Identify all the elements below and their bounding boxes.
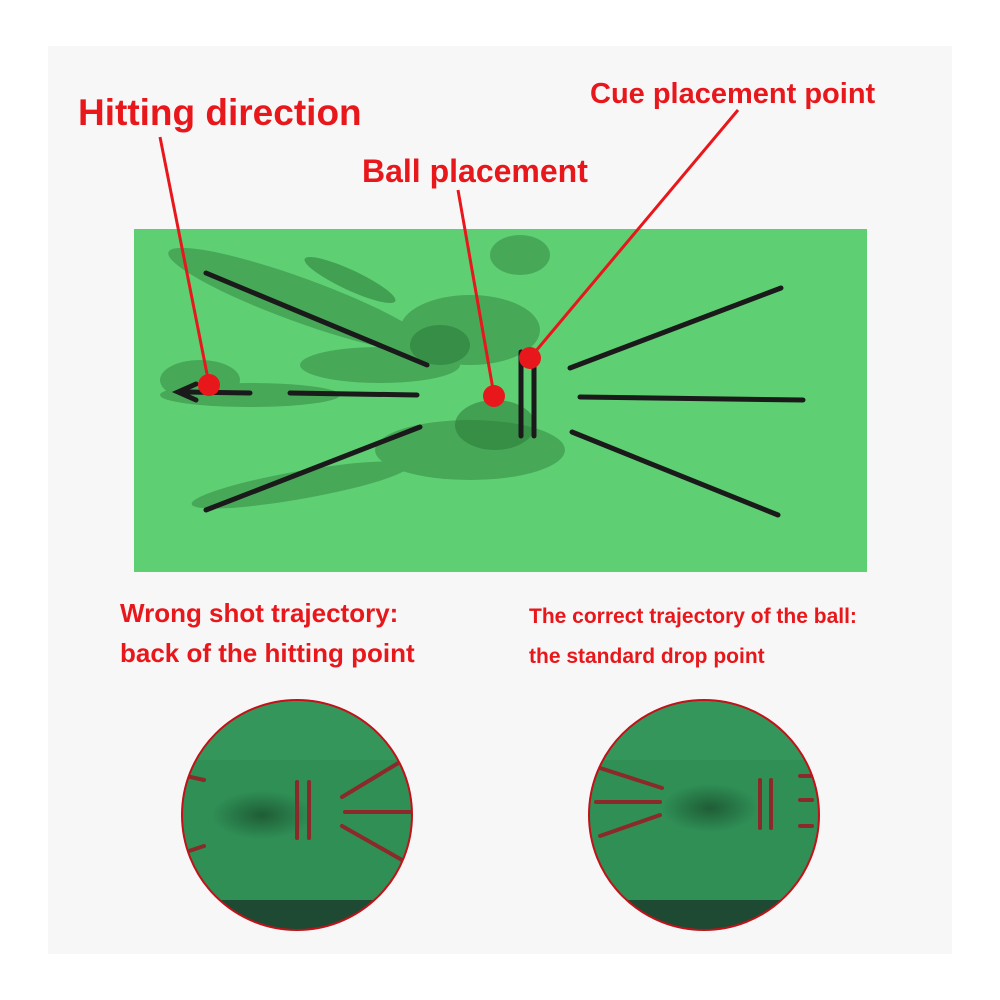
guide-line-upper-left [203, 270, 430, 368]
guide-lines [203, 270, 806, 518]
wrong-caption-line1: Wrong shot trajectory: [120, 598, 399, 628]
marker-dots [198, 347, 541, 407]
guide-line-upper-right [567, 285, 784, 371]
wrong-caption-line2: back of the hitting point [120, 638, 415, 668]
correct-caption-line2: the standard drop point [529, 645, 765, 668]
hitting-direction-leader [158, 136, 211, 385]
wrong-trajectory-caption: Wrong shot trajectory: back of the hitti… [120, 593, 415, 673]
turf-texture-dark [304, 257, 535, 450]
cue-placement-dot [519, 347, 541, 369]
ball-mark-correct [662, 784, 758, 832]
guide-line-lower-right [569, 429, 781, 518]
hitting-direction-label: Hitting direction [78, 92, 362, 133]
wrong-trajectory-circle [181, 699, 413, 931]
hitting-direction-arrow [171, 381, 420, 403]
guide-line-lower-left [203, 424, 423, 513]
ball-placement-label: Ball placement [362, 153, 588, 189]
correct-trajectory-circle [588, 699, 820, 931]
ball-mark-wrong [212, 791, 312, 839]
leader-lines [158, 109, 740, 396]
cue-placement-label: Cue placement point [590, 78, 876, 110]
cue-placement-leader [528, 109, 740, 359]
hitting-direction-dot [198, 374, 220, 396]
correct-caption-line1: The correct trajectory of the ball: [529, 605, 857, 628]
guide-line-middle-right [577, 394, 806, 403]
correct-trajectory-caption: The correct trajectory of the ball: the … [529, 597, 857, 677]
ball-placement-dot [483, 385, 505, 407]
ball-placement-leader [456, 189, 496, 396]
